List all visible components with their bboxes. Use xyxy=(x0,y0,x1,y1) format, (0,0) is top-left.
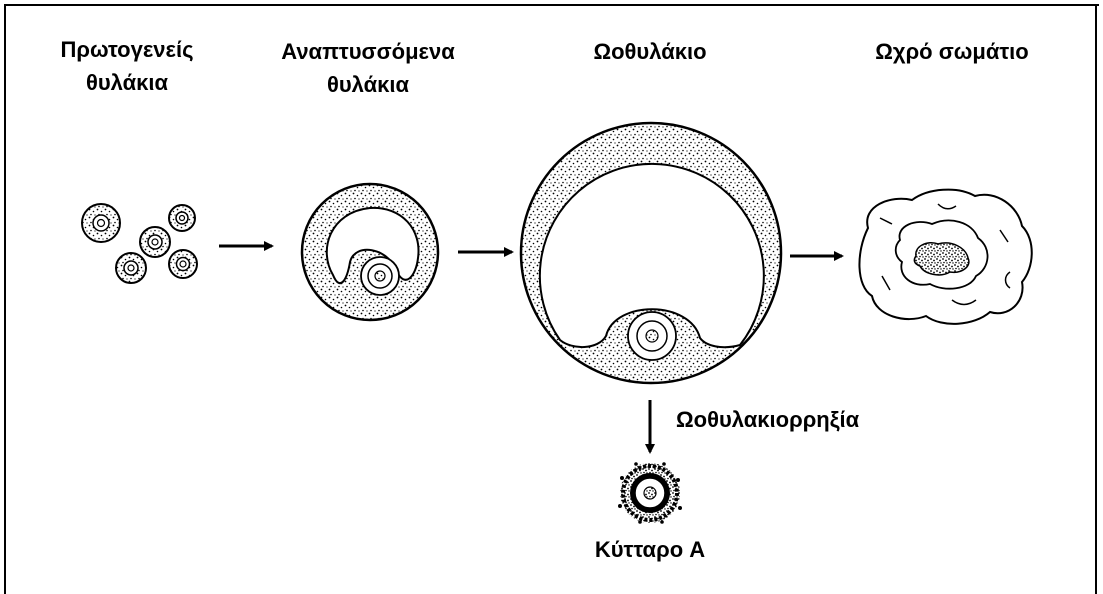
primary-follicle-4 xyxy=(116,253,146,283)
primary-follicle-5 xyxy=(169,250,197,278)
label-ovulation: Ωοθυλακιορρηξία xyxy=(676,406,859,434)
primary-follicle-3 xyxy=(140,227,170,257)
label-cell-a: Κύτταρο A xyxy=(570,536,730,564)
label-corpus-luteum: Ωχρό σωμάτιο xyxy=(857,38,1047,66)
label-developing-line1: Αναπτυσσόμενα xyxy=(268,38,468,66)
primary-follicle-1 xyxy=(82,204,120,242)
label-follicle: Ωοθυλάκιο xyxy=(555,38,745,66)
mature-follicle xyxy=(521,123,781,383)
primary-follicles-group xyxy=(82,204,197,283)
label-developing-line2: θυλάκια xyxy=(268,71,468,99)
developing-follicle xyxy=(302,184,438,320)
cell-a-oocyte xyxy=(618,462,682,524)
corpus-luteum xyxy=(859,190,1031,324)
label-primary-line1: Πρωτογενείς xyxy=(52,36,202,64)
label-primary-follicles: Πρωτογενείς θυλάκια xyxy=(52,36,202,97)
primary-follicle-2 xyxy=(169,205,195,231)
label-developing-follicles: Αναπτυσσόμενα θυλάκια xyxy=(268,38,468,99)
label-primary-line2: θυλάκια xyxy=(52,69,202,97)
